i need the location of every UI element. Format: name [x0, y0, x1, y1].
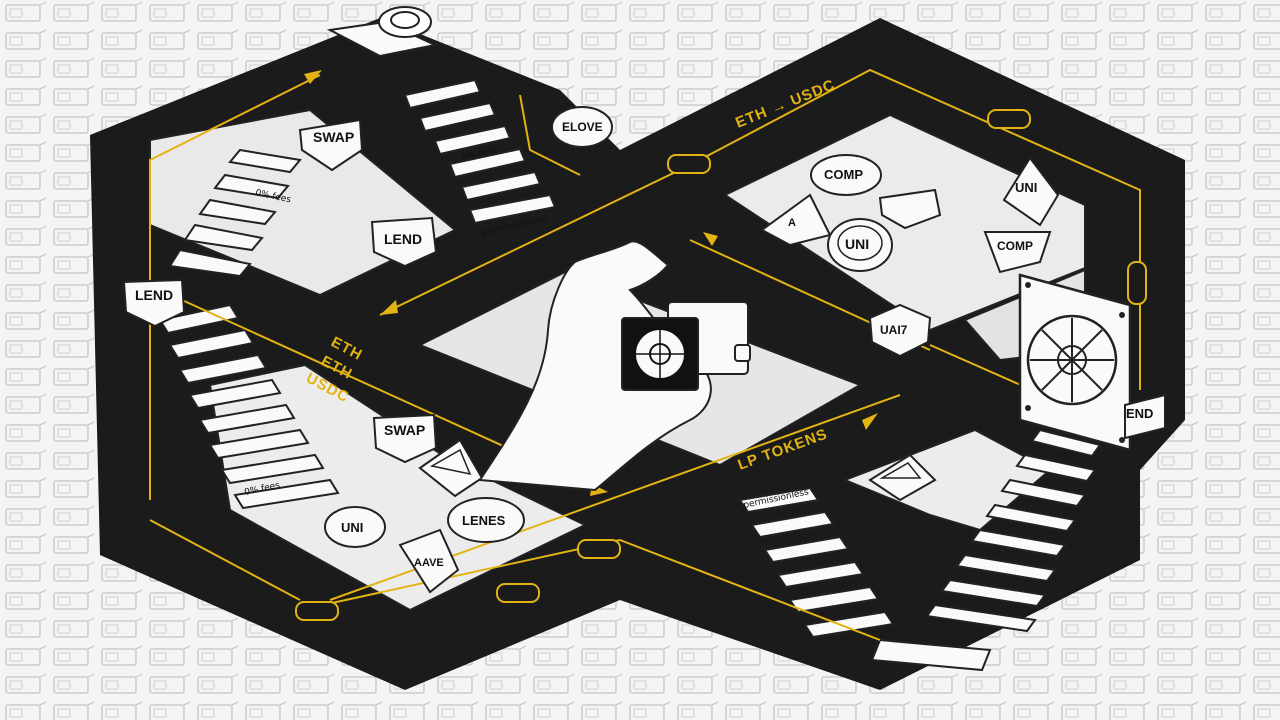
staircase-upper-center	[403, 78, 557, 225]
tile-swap-top: SWAP	[298, 118, 364, 172]
staircase-lower-center	[738, 486, 895, 639]
coin-uni: UNI	[827, 218, 893, 272]
coin-lenes: LENES	[447, 497, 525, 543]
svg-text:UAI7: UAI7	[880, 323, 908, 337]
chain-links	[295, 109, 1147, 621]
svg-text:LEND: LEND	[135, 287, 173, 303]
tile-blank-right	[878, 188, 942, 230]
svg-text:COMP: COMP	[824, 167, 863, 182]
top-coin-pedestal	[326, 6, 439, 58]
coin-uni-bottom: UNI	[324, 506, 386, 548]
tile-lend-upper-left: LEND	[370, 216, 438, 268]
hand-holding-wallet	[478, 240, 751, 492]
svg-text:LEND: LEND	[384, 231, 422, 247]
platform-lower-left	[208, 363, 588, 612]
tile-comp-top: COMP	[810, 154, 882, 196]
tile-lend-left: LEND	[122, 278, 186, 328]
vault-door: END	[1018, 273, 1166, 452]
staircase-left	[158, 303, 340, 510]
svg-text:UNI: UNI	[341, 520, 363, 535]
svg-text:COMP: COMP	[997, 239, 1033, 253]
tile-aave-bottom: AAVE	[398, 528, 460, 594]
svg-text:SWAP: SWAP	[384, 422, 425, 438]
tile-swap-bottom: SWAP	[372, 413, 438, 464]
svg-text:A: A	[788, 217, 796, 229]
svg-text:ELOVE: ELOVE	[562, 120, 603, 134]
svg-text:UNI: UNI	[845, 236, 869, 252]
svg-text:AAVE: AAVE	[414, 557, 444, 569]
tile-triangle-lower-right	[868, 453, 937, 502]
flow-arrowheads	[304, 70, 878, 496]
svg-text:END: END	[1126, 406, 1153, 421]
svg-text:SWAP: SWAP	[313, 129, 354, 145]
staircase-upper-left	[168, 148, 302, 278]
coin-elove: ELOVE	[551, 106, 613, 148]
svg-text:LENES: LENES	[462, 513, 506, 528]
svg-text:UNI: UNI	[1015, 180, 1037, 195]
tile-comp-right: COMP	[983, 231, 1052, 274]
staircase-lower-right	[870, 428, 1102, 672]
tile-uni-top-right: UNI	[1002, 156, 1060, 227]
tile-uai7: UAI7	[868, 303, 932, 358]
